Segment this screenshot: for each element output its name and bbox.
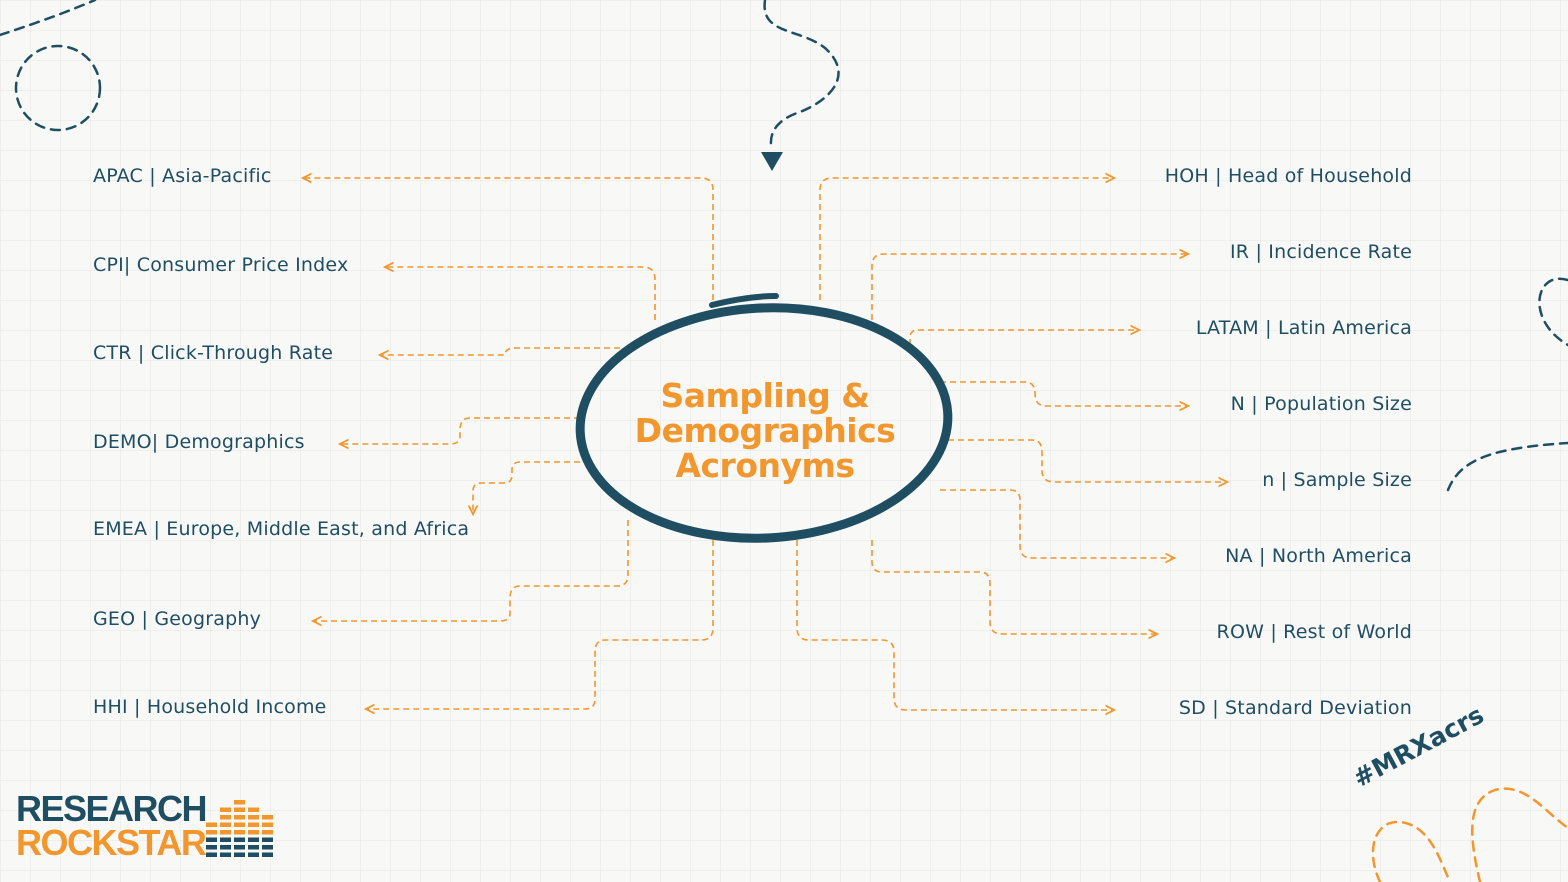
logo-bar	[262, 845, 273, 850]
left-acronym-label: CPI| Consumer Price Index	[93, 254, 349, 276]
arrow-down-icon	[761, 152, 783, 171]
logo-bar	[248, 852, 259, 857]
connector-left-3	[342, 417, 580, 444]
connector-left-4	[473, 461, 580, 512]
logo-bar	[234, 807, 245, 812]
connector-left-1	[387, 267, 656, 320]
logo-bar	[262, 837, 273, 842]
logo-bar	[248, 822, 259, 827]
logo-bar	[262, 830, 273, 835]
decorative-doodles	[0, 0, 1568, 492]
logo-bar	[220, 830, 231, 835]
logo-bar	[220, 822, 231, 827]
right-acronym-label: n | Sample Size	[1262, 469, 1412, 491]
connector-right-7	[796, 540, 1112, 710]
logo-word-research: RESEARCH	[16, 788, 208, 829]
decorative-orange-doodles	[1371, 787, 1568, 882]
right-acronym-label: SD | Standard Deviation	[1178, 697, 1412, 719]
center-ellipse	[575, 293, 953, 543]
logo-bar	[206, 837, 217, 842]
right-acronym-label: HOH | Head of Household	[1164, 165, 1412, 187]
connector-right-4	[948, 439, 1225, 482]
logo-bar	[220, 807, 231, 812]
logo-bar	[234, 830, 245, 835]
center-title: Sampling & Demographics Acronyms	[634, 376, 896, 485]
logo-bar	[220, 852, 231, 857]
connector-left-5	[315, 520, 629, 621]
logo-bar	[248, 815, 259, 820]
left-acronym-label: GEO | Geography	[93, 608, 262, 630]
logo-bar	[234, 815, 245, 820]
right-acronym-label: N | Population Size	[1230, 393, 1412, 415]
logo-bar	[248, 845, 259, 850]
logo-bar	[220, 815, 231, 820]
connector-right-0	[819, 178, 1112, 300]
left-acronym-label: HHI | Household Income	[93, 696, 327, 718]
logo-bar	[206, 830, 217, 835]
left-acronym-label: DEMO| Demographics	[93, 431, 305, 453]
logo-bar	[262, 852, 273, 857]
connector-left-0	[305, 178, 714, 300]
logo-bar	[248, 807, 259, 812]
connector-right-1	[871, 254, 1186, 320]
connector-right-2	[909, 330, 1137, 345]
right-acronym-label: IR | Incidence Rate	[1230, 241, 1412, 263]
logo-bar	[206, 822, 217, 827]
logo-bar	[220, 837, 231, 842]
right-acronym-label: NA | North America	[1225, 545, 1412, 567]
logo-bar	[220, 845, 231, 850]
logo-bar	[262, 815, 273, 820]
left-acronym-label: APAC | Asia-Pacific	[93, 165, 272, 187]
left-acronym-label: EMEA | Europe, Middle East, and Africa	[93, 518, 470, 540]
logo-bar	[234, 845, 245, 850]
connector-left-6	[368, 540, 714, 709]
logo-bar	[234, 852, 245, 857]
logo-bar	[234, 822, 245, 827]
logo-bar	[206, 845, 217, 850]
logo-bar	[248, 837, 259, 842]
logo-word-rockstar: ROCKSTAR	[16, 822, 207, 863]
left-acronym-label: CTR | Click-Through Rate	[93, 342, 334, 364]
right-acronym-label: ROW | Rest of World	[1216, 621, 1412, 643]
logo-bar	[262, 822, 273, 827]
logo-equalizer-icon	[206, 800, 273, 857]
connector-right-5	[940, 489, 1172, 558]
logo-bar	[206, 852, 217, 857]
right-acronym-label: LATAM | Latin America	[1195, 317, 1412, 339]
connector-left-2	[382, 347, 620, 355]
logo-bar	[248, 830, 259, 835]
connector-right-6	[871, 540, 1155, 634]
connector-right-3	[940, 381, 1186, 406]
logo-bar	[234, 837, 245, 842]
research-rockstar-logo: RESEARCH ROCKSTAR	[16, 788, 208, 863]
logo-bar	[234, 800, 245, 805]
